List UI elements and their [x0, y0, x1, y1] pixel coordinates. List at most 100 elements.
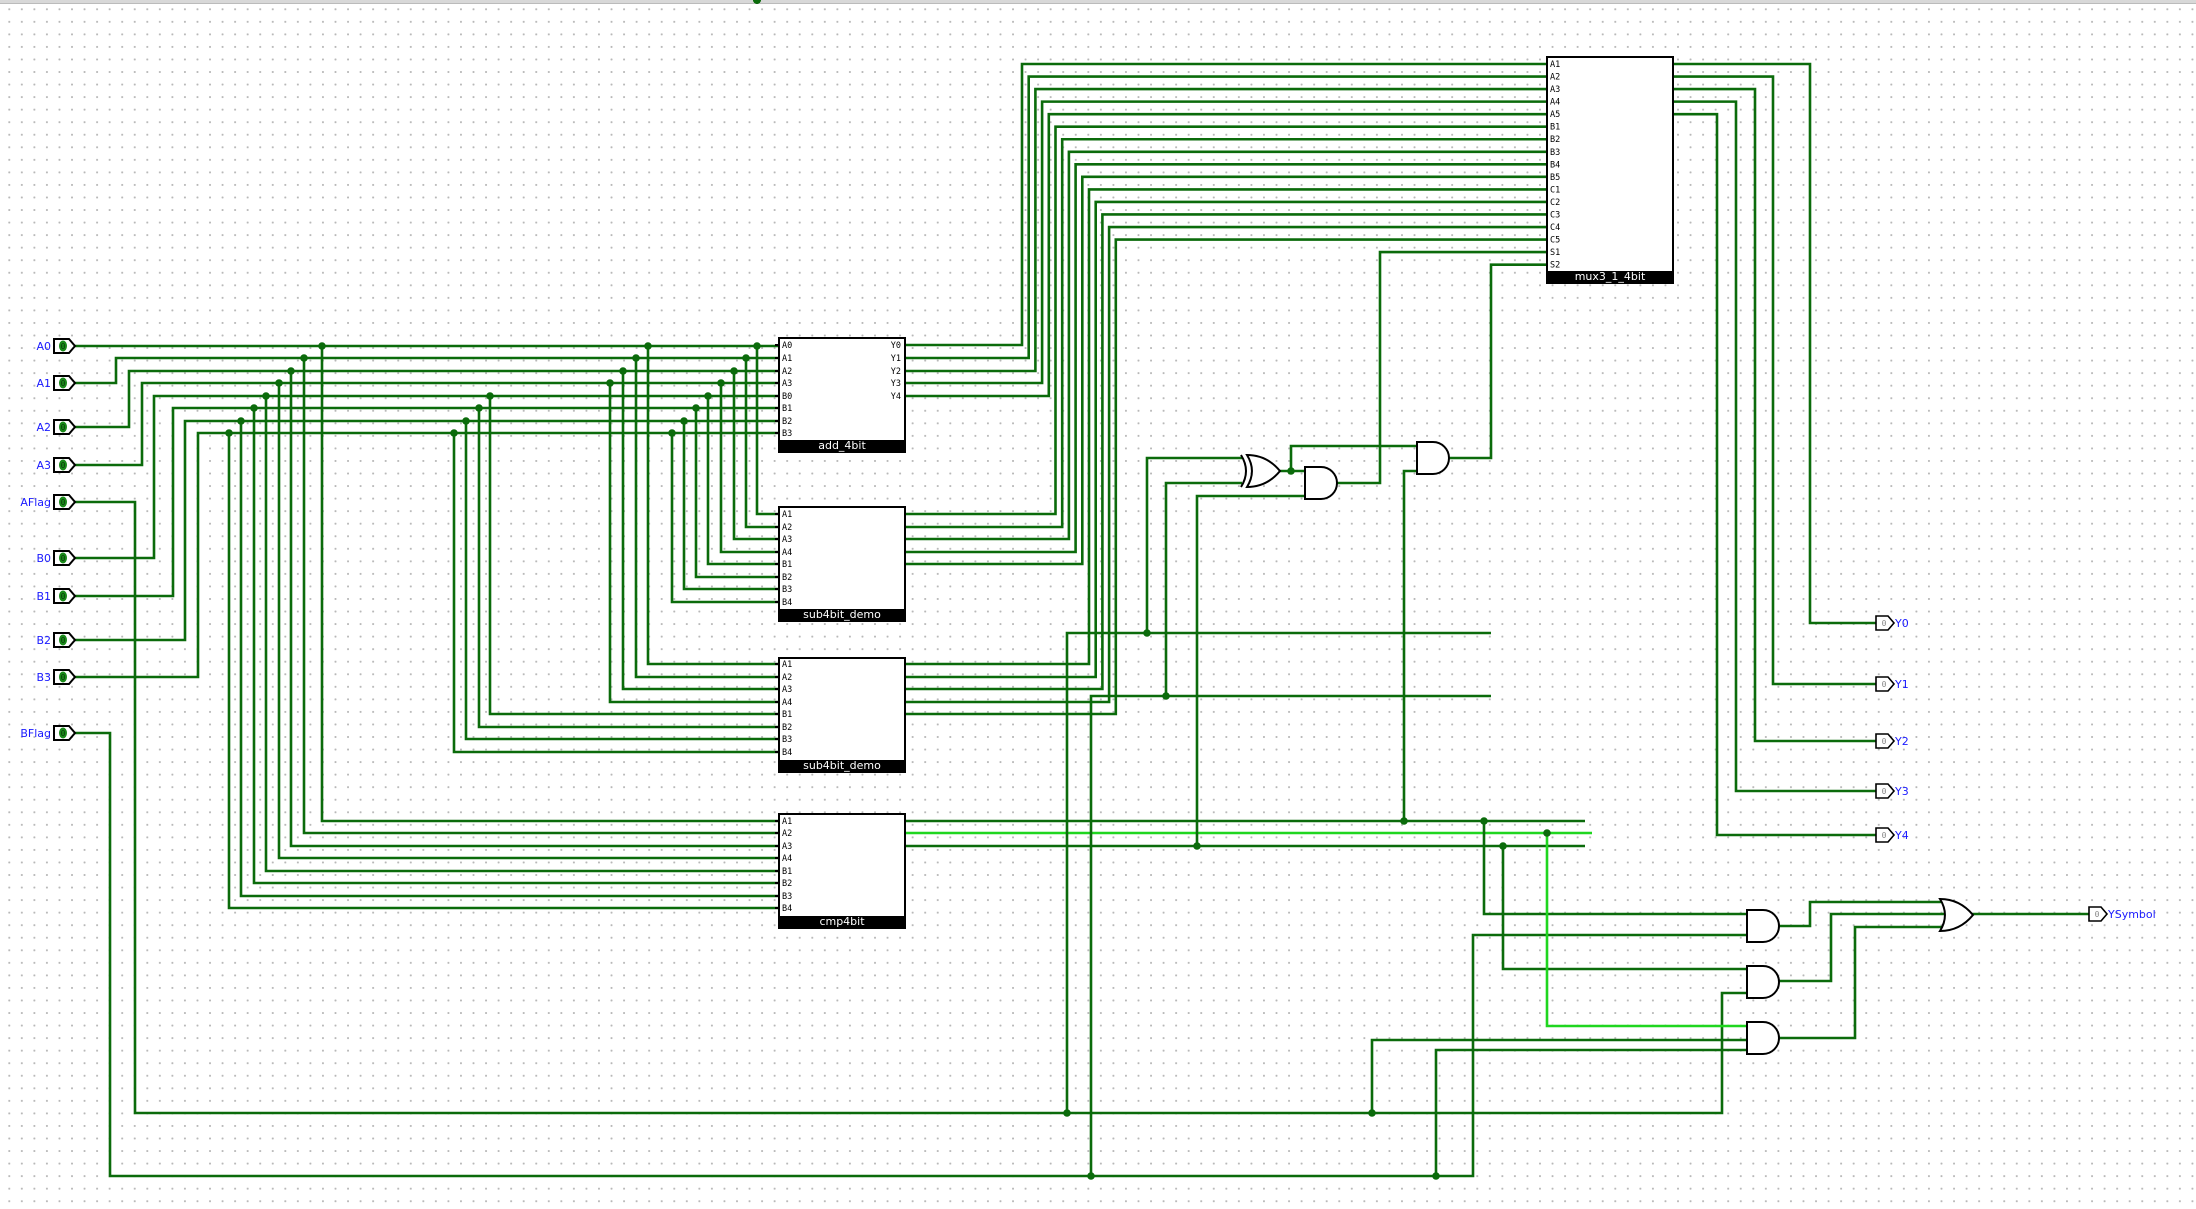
output-pin-Y0[interactable]	[1875, 615, 1896, 631]
mux-input-wire-B5[interactable]	[905, 175, 1547, 566]
input-pin-A3[interactable]	[53, 457, 77, 473]
input-pin-A1[interactable]	[53, 375, 77, 391]
mux-input-wire-A5[interactable]	[905, 112, 1547, 398]
output-wire-Y4[interactable]	[1673, 112, 1876, 837]
block-body[interactable]	[778, 813, 906, 929]
tap-wire[interactable]	[646, 346, 779, 666]
mux-s1-wire[interactable]	[1336, 250, 1547, 485]
mux-s2-wire[interactable]	[1448, 263, 1547, 460]
xor-in-1[interactable]	[1145, 456, 1242, 633]
mux-input-wire-A2[interactable]	[905, 75, 1547, 360]
subcircuit-sub4bit_demo[interactable]	[775, 657, 906, 773]
mux-input-wire-B3[interactable]	[905, 150, 1547, 541]
mux-input-wire-C2[interactable]	[905, 200, 1547, 679]
and-gate-1[interactable]	[1304, 466, 1338, 500]
tap-wire[interactable]	[302, 358, 779, 835]
bus-B0[interactable]	[75, 394, 779, 560]
and1-in-2[interactable]	[1195, 494, 1305, 846]
tap-wire[interactable]	[608, 383, 779, 704]
aflag-wire[interactable]	[75, 500, 1747, 1115]
mux-input-wire-C1[interactable]	[905, 188, 1547, 666]
and2-in-2[interactable]	[1402, 469, 1417, 821]
block-body[interactable]	[778, 657, 906, 773]
tap-wire[interactable]	[227, 433, 779, 910]
mux-input-wire-B1[interactable]	[905, 125, 1547, 516]
input-pin-AFlag[interactable]	[53, 494, 77, 510]
tap-wire[interactable]	[264, 396, 779, 873]
xor-in-2[interactable]	[1164, 481, 1242, 696]
bus-B2[interactable]	[75, 419, 779, 642]
bflag-branch[interactable]	[1089, 694, 1491, 1176]
mux-input-wire-A1[interactable]	[905, 62, 1547, 347]
tap-wire[interactable]	[464, 421, 779, 741]
mux-input-wire-B4[interactable]	[905, 163, 1547, 554]
tap-wire[interactable]	[719, 383, 779, 554]
bus-B3[interactable]	[75, 431, 779, 679]
tap-wire[interactable]	[670, 433, 779, 604]
mux-input-wire-A4[interactable]	[905, 100, 1547, 385]
g3-in-1[interactable]	[1545, 833, 1747, 1028]
input-pin-B0[interactable]	[53, 550, 77, 566]
output-pin-Y1[interactable]	[1875, 676, 1896, 692]
and-gate-5[interactable]	[1746, 1021, 1780, 1055]
g1-in-1[interactable]	[1482, 821, 1747, 916]
mux-input-wire-C3[interactable]	[905, 213, 1547, 691]
tap-wire[interactable]	[732, 371, 779, 541]
output-pin-YSymbol[interactable]	[2088, 906, 2109, 922]
g2-out[interactable]	[1778, 912, 1945, 983]
output-wire-Y1[interactable]	[1673, 75, 1876, 686]
bus-A2[interactable]	[75, 369, 779, 429]
input-pin-B2[interactable]	[53, 632, 77, 648]
tap-wire[interactable]	[621, 371, 779, 691]
mux-input-wire-C4[interactable]	[905, 225, 1547, 704]
tap-wire[interactable]	[706, 396, 779, 566]
block-body[interactable]	[778, 506, 906, 622]
g3-in-2[interactable]	[1370, 1038, 1747, 1113]
input-pin-B3[interactable]	[53, 669, 77, 685]
bus-A3[interactable]	[75, 381, 779, 467]
mux-input-wire-C5[interactable]	[905, 238, 1547, 716]
and-gate-3[interactable]	[1746, 909, 1780, 943]
mux-input-wire-A3[interactable]	[905, 87, 1547, 373]
and2-in-1[interactable]	[1289, 444, 1417, 471]
g3-out[interactable]	[1778, 925, 1942, 1040]
tap-wire[interactable]	[252, 408, 779, 885]
tap-wire[interactable]	[452, 433, 779, 754]
tap-wire[interactable]	[755, 346, 779, 516]
input-pin-A0[interactable]	[53, 338, 77, 354]
tap-wire[interactable]	[634, 358, 779, 679]
tap-wire[interactable]	[488, 396, 779, 716]
tap-wire[interactable]	[289, 371, 779, 848]
tap-wire[interactable]	[239, 421, 779, 898]
xor-gate[interactable]	[1245, 453, 1282, 489]
tap-wire[interactable]	[320, 346, 779, 823]
and-gate-4[interactable]	[1746, 965, 1780, 999]
output-pin-Y2[interactable]	[1875, 733, 1896, 749]
block-body[interactable]	[1546, 56, 1674, 284]
output-wire-Y3[interactable]	[1673, 100, 1876, 793]
or-gate[interactable]	[1938, 897, 1975, 933]
tap-wire[interactable]	[682, 421, 779, 591]
output-pin-Y4[interactable]	[1875, 827, 1896, 843]
output-wire-Y0[interactable]	[1673, 62, 1876, 625]
subcircuit-mux3_1_4bit[interactable]	[1546, 56, 1674, 284]
tap-wire[interactable]	[744, 358, 779, 529]
tap-wire[interactable]	[694, 408, 779, 579]
input-pin-B1[interactable]	[53, 588, 77, 604]
bus-A1[interactable]	[75, 356, 779, 385]
g3-in-3[interactable]	[1434, 1048, 1747, 1176]
output-pin-Y3[interactable]	[1875, 783, 1896, 799]
bflag-wire[interactable]	[75, 731, 1747, 1178]
g1-out[interactable]	[1778, 900, 1942, 928]
subcircuit-cmp4bit[interactable]	[775, 813, 906, 929]
aflag-branch[interactable]	[1065, 631, 1491, 1113]
output-wire-Y2[interactable]	[1673, 87, 1876, 743]
block-body[interactable]	[778, 337, 906, 453]
and-gate-2[interactable]	[1416, 441, 1450, 475]
tap-wire[interactable]	[277, 383, 779, 860]
tap-wire[interactable]	[477, 408, 779, 729]
g2-in-1[interactable]	[1501, 846, 1747, 971]
subcircuit-add_4bit[interactable]	[775, 337, 906, 453]
mux-input-wire-B2[interactable]	[905, 137, 1547, 529]
